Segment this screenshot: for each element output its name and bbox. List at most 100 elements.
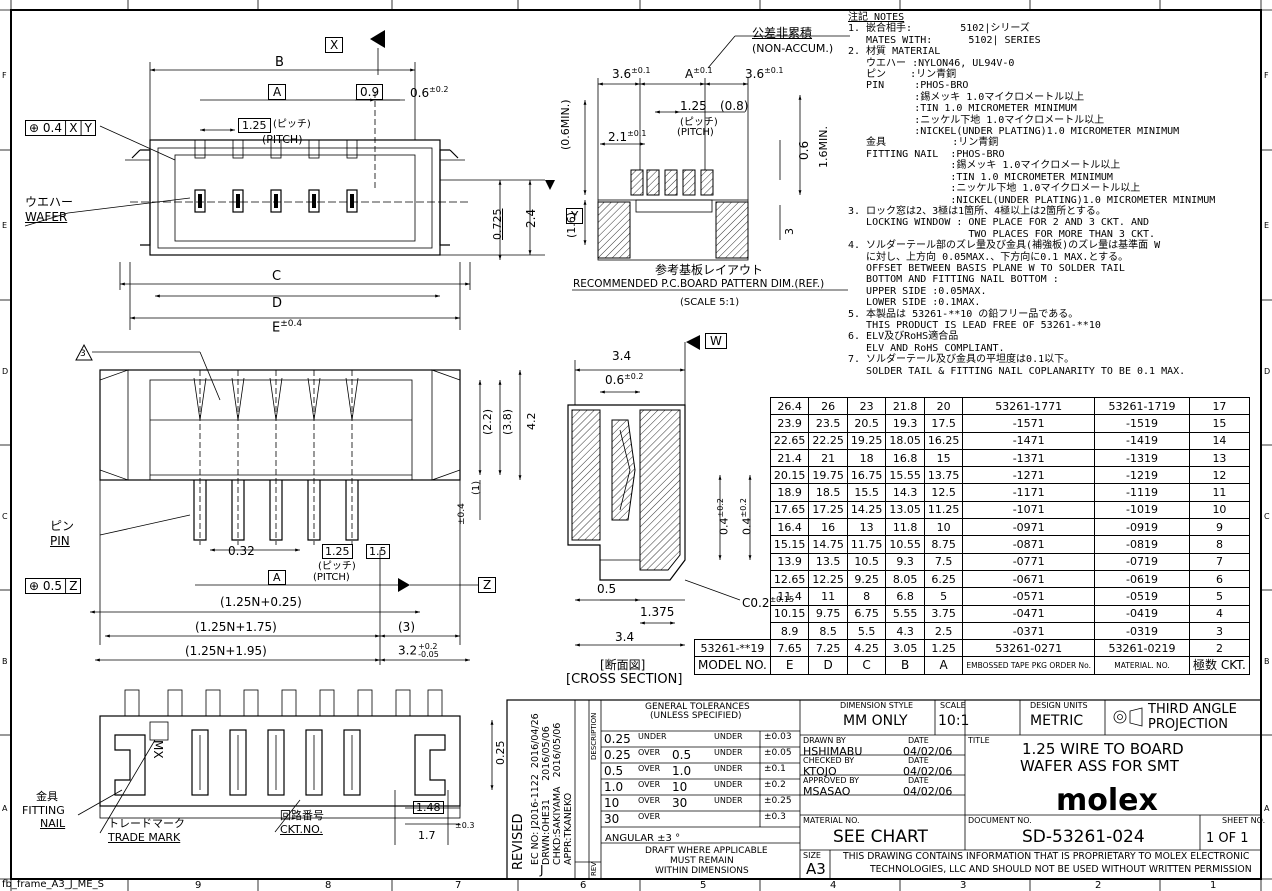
table-cell: -0519: [1094, 587, 1191, 606]
note-line: FITTING NAIL :PHOS-BRO: [848, 148, 1005, 160]
dim-tol04: ±0.4: [457, 503, 467, 525]
table-cell: 26.4: [769, 396, 810, 416]
pcb-pad: [646, 169, 660, 196]
table-cell: 9: [1189, 518, 1250, 537]
table-cell: -0571: [962, 587, 1096, 606]
table-spacer: [695, 519, 771, 536]
table-cell: 53261-0271: [962, 639, 1096, 658]
border-col-label: 6: [580, 880, 587, 891]
table-header-cell: EMBOSSED TAPE PKG ORDER No.: [962, 656, 1096, 675]
dim-08: (0.8): [720, 99, 749, 113]
tolerance-cell: UNDER: [714, 780, 743, 789]
revised-label: REVISED: [511, 813, 526, 870]
bottom-tab: [427, 689, 443, 717]
bottom-pin: [191, 729, 209, 796]
table-cell: -0371: [962, 621, 1096, 641]
description-label: DESCRIPTION: [590, 712, 598, 760]
bottom-tab: [124, 689, 140, 717]
table-cell: 11: [808, 587, 848, 606]
table-header-cell: 極数 CKT.: [1189, 656, 1250, 675]
border-row-label-left: A: [2, 804, 8, 813]
front-pin: [269, 480, 283, 541]
table-spacer: [695, 501, 771, 518]
table-header-cell: B: [885, 656, 925, 675]
table-cell: -1119: [1094, 483, 1191, 502]
general-tolerances-2: (UNLESS SPECIFIED): [650, 711, 742, 721]
dim-3: 3: [783, 228, 796, 235]
design-units: METRIC: [1030, 713, 1084, 729]
table-cell: 15: [1189, 414, 1250, 433]
front-pitch-en: (PITCH): [313, 572, 350, 583]
note-line: 2. 材質 MATERIAL: [848, 46, 941, 58]
dim-d: D: [272, 296, 283, 311]
table-cell: -0919: [1094, 518, 1191, 537]
top-pin-tab: [308, 139, 320, 159]
cs-title-en: [CROSS SECTION]: [566, 672, 683, 687]
design-units-label: DESIGN UNITS: [1030, 701, 1088, 710]
table-cell: 8: [846, 587, 887, 606]
front-datum-a: A: [268, 570, 286, 585]
sheet-size: A3: [806, 860, 826, 878]
note-triangle-3: 3: [80, 349, 86, 359]
tolerance-cell: UNDER: [714, 764, 743, 773]
table-cell: -0419: [1094, 604, 1191, 623]
tolerance-cell: UNDER: [714, 732, 743, 741]
fitting-nail-en1: FITTING: [22, 804, 65, 817]
table-cell: 9.25: [846, 569, 887, 589]
border-col-label: 1: [1210, 880, 1217, 891]
table-cell: 13.9: [769, 552, 810, 571]
border-col-label: 8: [325, 880, 332, 891]
tolerance-cell: UNDER: [714, 796, 743, 805]
dim-0725: 0.725: [491, 208, 504, 241]
dim-36-right: 3.6±0.1: [745, 66, 784, 81]
note-line: LOCKING WINDOW : ONE PLACE FOR 2 AND 3 C…: [848, 217, 1150, 229]
tolerance-cell: UNDER: [638, 732, 667, 741]
pcb-pad: [664, 169, 678, 196]
material-no-label: MATERIAL NO.: [803, 816, 860, 825]
note-line: :NICKEL(UNDER PLATING)1.0 MICROMETER MIN…: [848, 194, 1216, 206]
table-cell: 11.25: [923, 500, 964, 520]
dim-24: 2.4: [524, 208, 538, 228]
table-cell: -0471: [962, 604, 1096, 623]
top-pin-tab: [270, 139, 282, 159]
pcb-pad: [700, 169, 714, 196]
drawn-by-label: DRAWN BY: [803, 736, 846, 745]
pin-label-jp: ピン: [50, 519, 75, 533]
table-cell: 6: [1189, 569, 1250, 589]
note-line: LOWER SIDE :0.1MAX.: [848, 297, 981, 309]
sheet-no-label: SHEET NO.: [1222, 816, 1266, 825]
bottom-tab: [357, 689, 373, 717]
cs-title-jp: [断面図]: [600, 658, 646, 672]
top-pin-tab: [194, 139, 206, 159]
general-tolerances-1: GENERAL TOLERANCES: [645, 702, 750, 712]
top-pin-core: [236, 194, 240, 208]
bv-dim-148: 1.48: [413, 801, 444, 814]
table-cell: 21.8: [885, 396, 925, 416]
tolerance-cell: 30: [604, 812, 620, 826]
tolerance-cell: 1.0: [604, 780, 624, 794]
table-cell: 8.05: [885, 569, 925, 589]
note-line: :ニッケル下地 1.0マイクロメートル以上: [848, 183, 1141, 195]
bottom-tab: [319, 689, 335, 717]
table-cell: 16.8: [885, 448, 925, 468]
checked-date: 04/02/06: [903, 765, 953, 778]
table-cell: 22.25: [808, 431, 848, 450]
front-pitch-jp: (ピッチ): [318, 561, 356, 572]
table-cell: 3.05: [885, 639, 925, 658]
top-pin-tab: [346, 139, 358, 159]
pcb-layout-view: [572, 35, 850, 291]
angular-tolerance: ANGULAR ±3 °: [605, 833, 681, 844]
position-tolerance-frame: ⊕ 0.4│X│Y: [25, 120, 97, 136]
table-cell: 20: [923, 396, 964, 416]
border-col-label: 5: [700, 880, 707, 891]
table-cell: 2: [1189, 639, 1250, 658]
table-cell: 6.8: [885, 587, 925, 606]
note-line: に対し、上方向 0.05MAX.、下方向に0.1 MAX.とする。: [848, 251, 1129, 263]
